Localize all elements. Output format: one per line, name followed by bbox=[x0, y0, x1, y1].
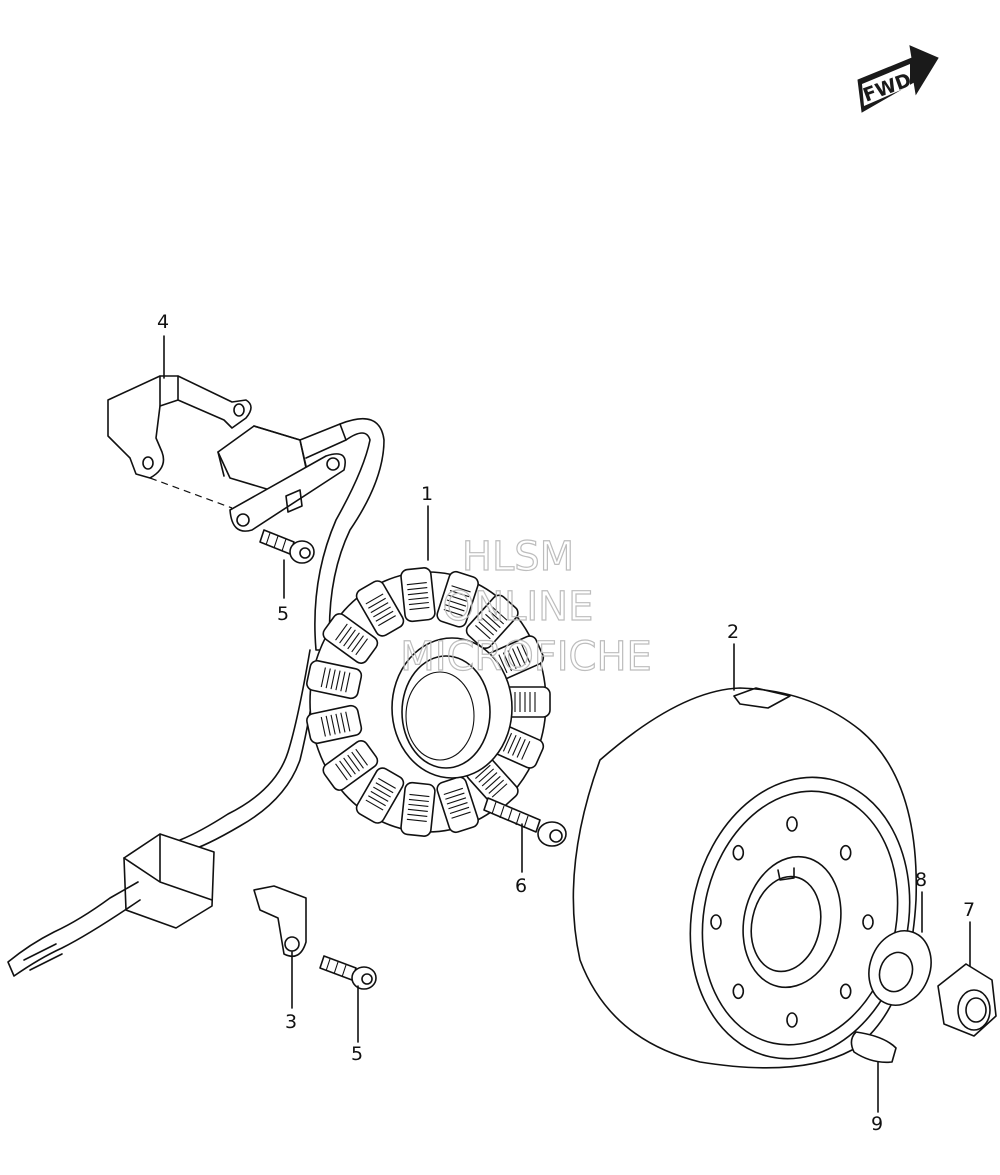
rotor-hole bbox=[786, 1012, 798, 1028]
rotor-hole bbox=[732, 844, 745, 861]
callout-bracket: 4 bbox=[157, 311, 169, 333]
rotor-hole bbox=[786, 816, 798, 832]
watermark-line-1: HLSM bbox=[462, 534, 574, 580]
stator-coil bbox=[465, 594, 519, 650]
callout-numbers: 4 1 2 5 6 3 5 8 7 9 bbox=[157, 311, 975, 1135]
rotor-part bbox=[572, 687, 918, 1069]
rotor-hole bbox=[839, 983, 852, 1000]
key-part bbox=[850, 1031, 897, 1064]
stator-coil bbox=[436, 776, 479, 834]
bracket-part bbox=[107, 375, 252, 509]
fwd-arrow-badge: FWD bbox=[857, 45, 939, 113]
stator-coil bbox=[306, 704, 363, 745]
stator-coil bbox=[400, 781, 436, 837]
harness-part bbox=[7, 417, 385, 977]
callout-clamp: 3 bbox=[285, 1011, 297, 1033]
stator-coil bbox=[322, 613, 379, 664]
callout-rotor: 2 bbox=[727, 621, 739, 643]
nut-part bbox=[937, 963, 997, 1037]
watermark-line-3: MICROFICHE bbox=[400, 634, 652, 680]
callout-stator: 1 bbox=[421, 483, 433, 505]
rotor-hole bbox=[710, 914, 722, 930]
watermark-line-2: ONLINE bbox=[443, 584, 594, 630]
callout-nut: 7 bbox=[963, 899, 975, 921]
stator-part bbox=[306, 567, 551, 837]
leader-lines bbox=[163, 335, 971, 1113]
rotor-hole bbox=[862, 914, 874, 930]
callout-bolt-upper: 5 bbox=[277, 603, 289, 625]
bolt-upper-part bbox=[259, 529, 315, 564]
stator-coil bbox=[306, 659, 363, 700]
stator-coil bbox=[355, 580, 405, 637]
callout-bolt-lower: 5 bbox=[351, 1043, 363, 1065]
callout-washer: 8 bbox=[915, 869, 927, 891]
stator-coil bbox=[322, 740, 379, 791]
bolt-lower-part bbox=[319, 955, 377, 990]
stator-coil bbox=[400, 567, 436, 623]
clamp-part bbox=[253, 885, 307, 958]
stator-bolt-part bbox=[483, 797, 567, 847]
rotor-hole bbox=[839, 844, 852, 861]
stator-coil bbox=[436, 570, 479, 628]
stator-coil bbox=[355, 767, 405, 824]
callout-stator-bolt: 6 bbox=[515, 875, 527, 897]
rotor-hole bbox=[732, 983, 745, 1000]
watermark: HLSM ONLINE MICROFICHE bbox=[400, 533, 653, 680]
callout-key: 9 bbox=[871, 1113, 883, 1135]
washer-part bbox=[868, 930, 932, 1006]
